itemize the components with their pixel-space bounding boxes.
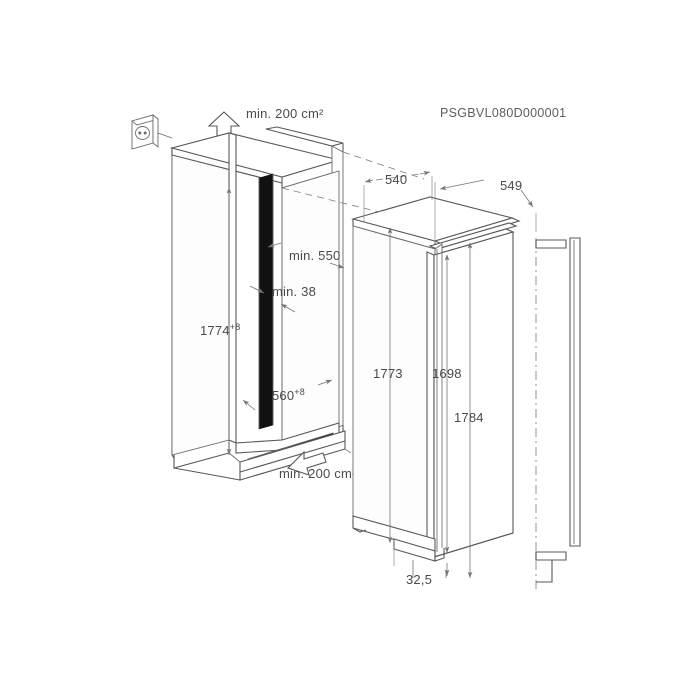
dim-appliance-height-door-inner-label: 1698 bbox=[432, 366, 462, 381]
dim-niche-width: 560+8 bbox=[242, 379, 333, 411]
dim-niche-depth-min: min. 550 bbox=[267, 242, 345, 269]
door-side-profile bbox=[535, 237, 581, 590]
dim-appliance-depth-body: 540 bbox=[363, 170, 433, 222]
dim-appliance-depth-body-label: 540 bbox=[385, 172, 407, 187]
dim-niche-height: 1774+8 bbox=[200, 187, 240, 455]
dim-niche-depth-min-label: min. 550 bbox=[289, 248, 340, 263]
cabinet-niche-isometric bbox=[169, 126, 346, 481]
dim-niche-gap-min-label: min. 38 bbox=[272, 284, 316, 299]
dim-appliance-height-body-label: 1773 bbox=[373, 366, 403, 381]
vent-top-label: min. 200 cm² bbox=[246, 106, 324, 121]
dim-appliance-height-door-total: 1784 bbox=[454, 242, 484, 578]
drawing-code: PSGBVL080D000001 bbox=[440, 106, 566, 120]
dim-appliance-height-door-total-label: 1784 bbox=[454, 410, 484, 425]
dim-appliance-height-door-inner: 1698 bbox=[432, 254, 462, 553]
dim-niche-gap-min: min. 38 bbox=[249, 284, 316, 313]
dim-appliance-depth-total-label: 549 bbox=[500, 178, 522, 193]
dim-niche-width-label: 560+8 bbox=[272, 387, 305, 403]
dim-appliance-depth-total: 549 bbox=[434, 178, 537, 243]
dim-appliance-height-body: 1773 bbox=[373, 227, 403, 543]
dim-niche-height-label: 1774+8 bbox=[200, 322, 240, 338]
dim-plinth-height: 32,5 bbox=[393, 549, 450, 587]
ventilation-arrow-right-icon bbox=[286, 450, 327, 476]
dim-plinth-height-label: 32,5 bbox=[406, 572, 432, 587]
vent-bottom-label: min. 200 cm² bbox=[279, 466, 357, 481]
appliance-isometric bbox=[350, 196, 521, 562]
projection-line-top-rear bbox=[342, 151, 425, 180]
power-socket-icon bbox=[131, 114, 173, 150]
